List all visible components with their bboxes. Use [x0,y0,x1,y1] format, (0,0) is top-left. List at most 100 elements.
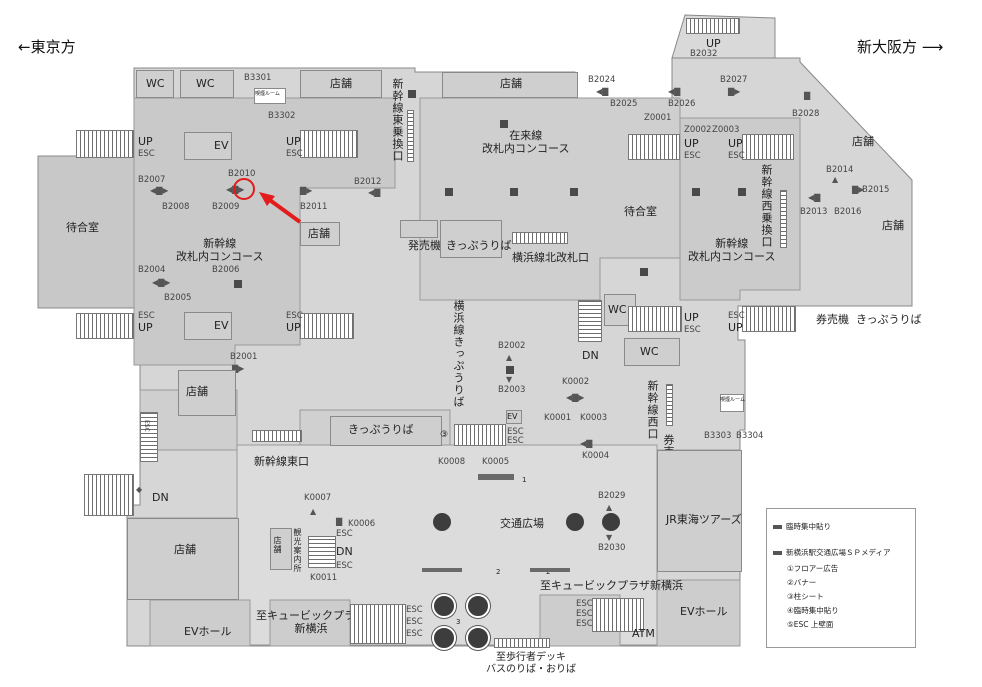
esc-label-17: ESC [576,609,593,619]
esc-label-8: ESC [728,311,745,321]
code-b2003: B2003 [498,385,526,395]
marker-b2003: ▼ [506,375,513,384]
marker-k0007: ▲ [310,507,317,516]
escalator-tourist[interactable] [308,536,336,568]
pillar-8 [640,268,648,276]
escalator-dn[interactable] [578,300,602,342]
escalator-z1[interactable] [628,134,680,160]
up-label-4: UP [286,321,301,334]
escalator-top-left-1[interactable] [76,130,134,158]
pillar-b2002 [506,366,514,374]
esc-label-v: ESC [143,420,150,432]
ticket-office-center-box [330,416,442,446]
yokohama-line-ticket: 横浜線きっぷうりば [452,300,465,408]
escalator-left-vertical[interactable] [140,412,158,462]
legend-item-1: 臨時集中貼り [773,521,831,532]
shop-small-lower-label: 店舗 [273,536,282,554]
cubic-plaza-center-label: 至キュービックプラザ新横浜 [540,579,683,592]
shop-top-center [442,72,578,98]
legend-sub-3: ③柱シート [787,592,824,601]
ev-c-label: EV [507,412,518,421]
transport-plaza-label: 交通広場 [500,517,544,530]
up-label-7: UP [684,311,699,324]
legend-sub-1: ①フロアー広告 [787,564,839,573]
pillar-5 [500,120,508,128]
escalator-top-right[interactable] [686,18,740,34]
escalator-center-small[interactable] [454,424,506,446]
code-z0002: Z0002 [684,125,712,135]
pillar-4 [570,188,578,196]
marker-b2024: ◀▇ [596,87,609,96]
esc-label-5: ESC [684,151,701,161]
esc-label-7: ESC [684,325,701,335]
code-k0008: K0008 [438,457,466,467]
escalator-dn-left[interactable] [84,474,134,516]
up-label-8: UP [728,321,743,334]
marker-b2014: ▲ [832,175,839,184]
code-b2012: B2012 [354,177,382,187]
shop-top-left [300,70,382,98]
escalator-z2[interactable] [742,134,794,160]
marker-2b: 2 [546,568,551,576]
yokohama-gate-stripes [512,232,568,244]
pillar-1 [408,90,416,98]
jr-tours-box [657,450,742,572]
shinkansen-concourse-right-label: 新幹線 改札内コンコース [688,237,776,263]
esc-label-13: ESC [406,605,423,615]
waiting-room-right-label: 待合室 [624,205,657,218]
atm-label: ATM [632,627,655,640]
pillar-2 [445,188,453,196]
code-b2011: B2011 [300,202,328,212]
marker-b2011: ▇▶ [300,186,313,195]
code-k0002: K0002 [562,377,590,387]
escalator-right-mid-2[interactable] [742,306,796,332]
escalator-left-lower[interactable] [76,313,134,339]
code-b2002: B2002 [498,341,526,351]
escalator-lower-left[interactable] [350,604,406,644]
smoking-room-b-label: 喫煙ルーム [720,397,745,403]
shop-small-lower [270,528,292,570]
escalator-lower-right[interactable] [592,598,644,632]
shop-top-center-label: 店舗 [500,77,522,90]
escalator-center-lower[interactable] [300,313,354,339]
plaza-pillar-6 [432,626,456,650]
ev-b-label: EV [214,319,229,332]
escalator-top-left-2[interactable] [300,130,358,158]
esc-label-12: ESC [336,561,353,571]
plaza-pillar-1 [433,513,451,531]
marker-b2002: ▲ [506,353,513,362]
wc-b-label: WC [196,77,215,90]
code-b2009: B2009 [212,202,240,212]
code-b2024: B2024 [588,75,616,85]
smoking-room-a [254,88,286,104]
ev-a[interactable] [184,132,232,160]
wc-c-label: WC [608,303,627,316]
code-b2027: B2027 [720,75,748,85]
escalator-right-mid-1[interactable] [628,306,682,332]
code-b2008: B2008 [162,202,190,212]
up-label-1: UP [138,135,153,148]
ticket-office-box [440,220,502,258]
esc-label-3: ESC [138,311,155,321]
shop-right-upper-label: 店舗 [852,135,874,148]
marker-b2029: ▲ [606,503,613,512]
ev-c[interactable] [506,410,522,424]
pillar-7 [692,188,700,196]
wc-d-label: WC [640,345,659,358]
up-label-top: UP [706,37,721,50]
shop-right-mid-label: 店舗 [882,219,904,232]
esc-label-15: ESC [406,629,423,639]
ev-b[interactable] [184,312,232,340]
shinkansen-east-transfer: 新幹線東乗換口 [391,78,404,162]
code-b3304: B3304 [736,431,764,441]
wc-a [136,70,174,98]
marker-k0002: ◀▇▶ [566,393,585,402]
marker-b2012: ◀▇ [368,188,381,197]
up-label-5: UP [684,137,699,150]
dn-label-1: DN [582,349,599,362]
marker-2a: 2 [496,568,501,576]
esc-label-11: ESC [336,529,353,539]
ticket-office-right-label: きっぷうりば [856,313,922,326]
legend-swatch-1 [773,525,782,529]
legend: 臨時集中貼り 新横浜駅交通広場ＳＰメディア ①フロアー広告 ②バナー ③柱シート… [766,508,916,648]
